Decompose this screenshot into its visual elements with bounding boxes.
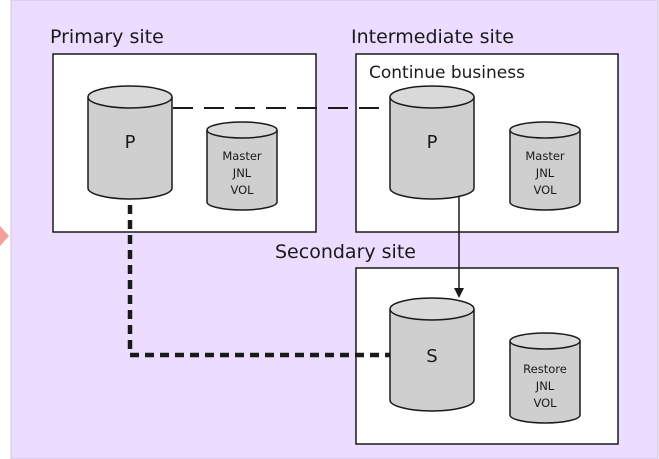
primary-site-label: Primary site bbox=[50, 26, 164, 48]
cylinder-top bbox=[87, 85, 173, 109]
secondary-journal-label-3: VOL bbox=[533, 396, 557, 410]
primary-volume-label: P bbox=[125, 132, 136, 153]
cylinder-top bbox=[509, 332, 581, 350]
primary-volume-cylinder: P bbox=[87, 85, 173, 200]
secondary-journal-label-1: Restore bbox=[523, 362, 567, 376]
intermediate-volume-cylinder: P bbox=[389, 85, 475, 200]
intermediate-status-label: Continue business bbox=[369, 63, 525, 83]
secondary-volume-label: S bbox=[426, 346, 437, 367]
transition-arrow-icon bbox=[0, 226, 9, 246]
secondary-volume-cylinder: S bbox=[389, 297, 475, 412]
intermediate-journal-label-2: JNL bbox=[535, 166, 555, 180]
cylinder-body bbox=[509, 341, 581, 424]
intermediate-journal-label-1: Master bbox=[525, 149, 565, 163]
primary-journal-label-1: Master bbox=[222, 149, 262, 163]
primary-to-secondary-link bbox=[127, 190, 390, 358]
intermediate-volume-label: P bbox=[427, 132, 438, 153]
primary-journal-cylinder: Master JNL VOL bbox=[206, 121, 278, 211]
cylinder-body bbox=[87, 97, 173, 200]
primary-journal-label-3: VOL bbox=[230, 183, 254, 197]
intermediate-journal-label-3: VOL bbox=[533, 183, 557, 197]
secondary-journal-label-2: JNL bbox=[535, 379, 555, 393]
cylinder-body bbox=[389, 309, 475, 412]
cylinder-body bbox=[509, 130, 581, 211]
intermediate-site-label: Intermediate site bbox=[351, 26, 514, 48]
cylinder-body bbox=[389, 97, 475, 200]
primary-journal-label-2: JNL bbox=[232, 166, 252, 180]
cylinder-top bbox=[206, 121, 278, 139]
secondary-journal-cylinder: Restore JNL VOL bbox=[509, 332, 581, 424]
secondary-site-label: Secondary site bbox=[275, 241, 416, 263]
cylinder-body bbox=[206, 130, 278, 211]
cylinder-top bbox=[389, 297, 475, 321]
intermediate-journal-cylinder: Master JNL VOL bbox=[509, 121, 581, 211]
cylinder-top bbox=[389, 85, 475, 109]
cylinder-top bbox=[509, 121, 581, 139]
